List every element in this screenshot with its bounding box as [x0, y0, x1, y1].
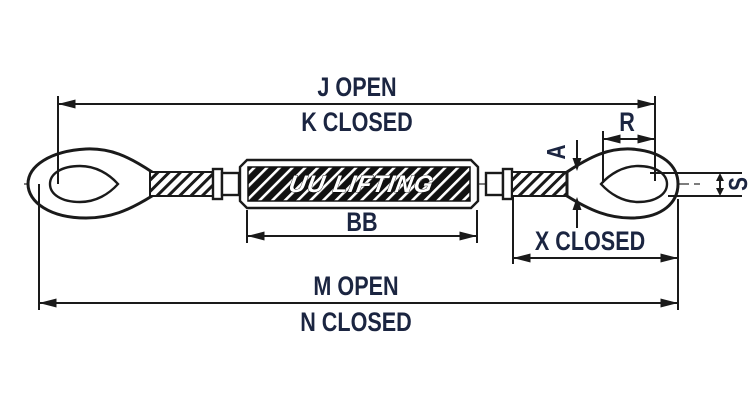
label-k-closed: K CLOSED	[301, 108, 413, 138]
right-lock-nut-collar	[501, 167, 514, 201]
right-threaded-rod	[511, 171, 568, 197]
left-threaded-rod	[149, 171, 214, 197]
label-n-closed: N CLOSED	[300, 308, 412, 338]
label-j-open: J OPEN	[317, 73, 396, 103]
label-m-open: M OPEN	[313, 272, 398, 302]
label-s: S	[724, 177, 750, 191]
label-bb: BB	[346, 208, 377, 238]
right-lock-nut	[484, 171, 505, 197]
label-x-closed: X CLOSED	[535, 227, 645, 257]
dim-arrows-a	[572, 140, 582, 228]
label-a: A	[542, 144, 571, 159]
right-eye-hole	[599, 164, 669, 204]
label-r: R	[619, 108, 635, 138]
left-eye-hole	[48, 164, 120, 204]
left-lock-nut-collar	[211, 167, 224, 201]
brand-label: UU LIFTING	[287, 171, 436, 198]
left-lock-nut	[220, 171, 241, 197]
dim-arrows-s	[716, 173, 724, 196]
turnbuckle-body-barrel	[247, 166, 471, 202]
